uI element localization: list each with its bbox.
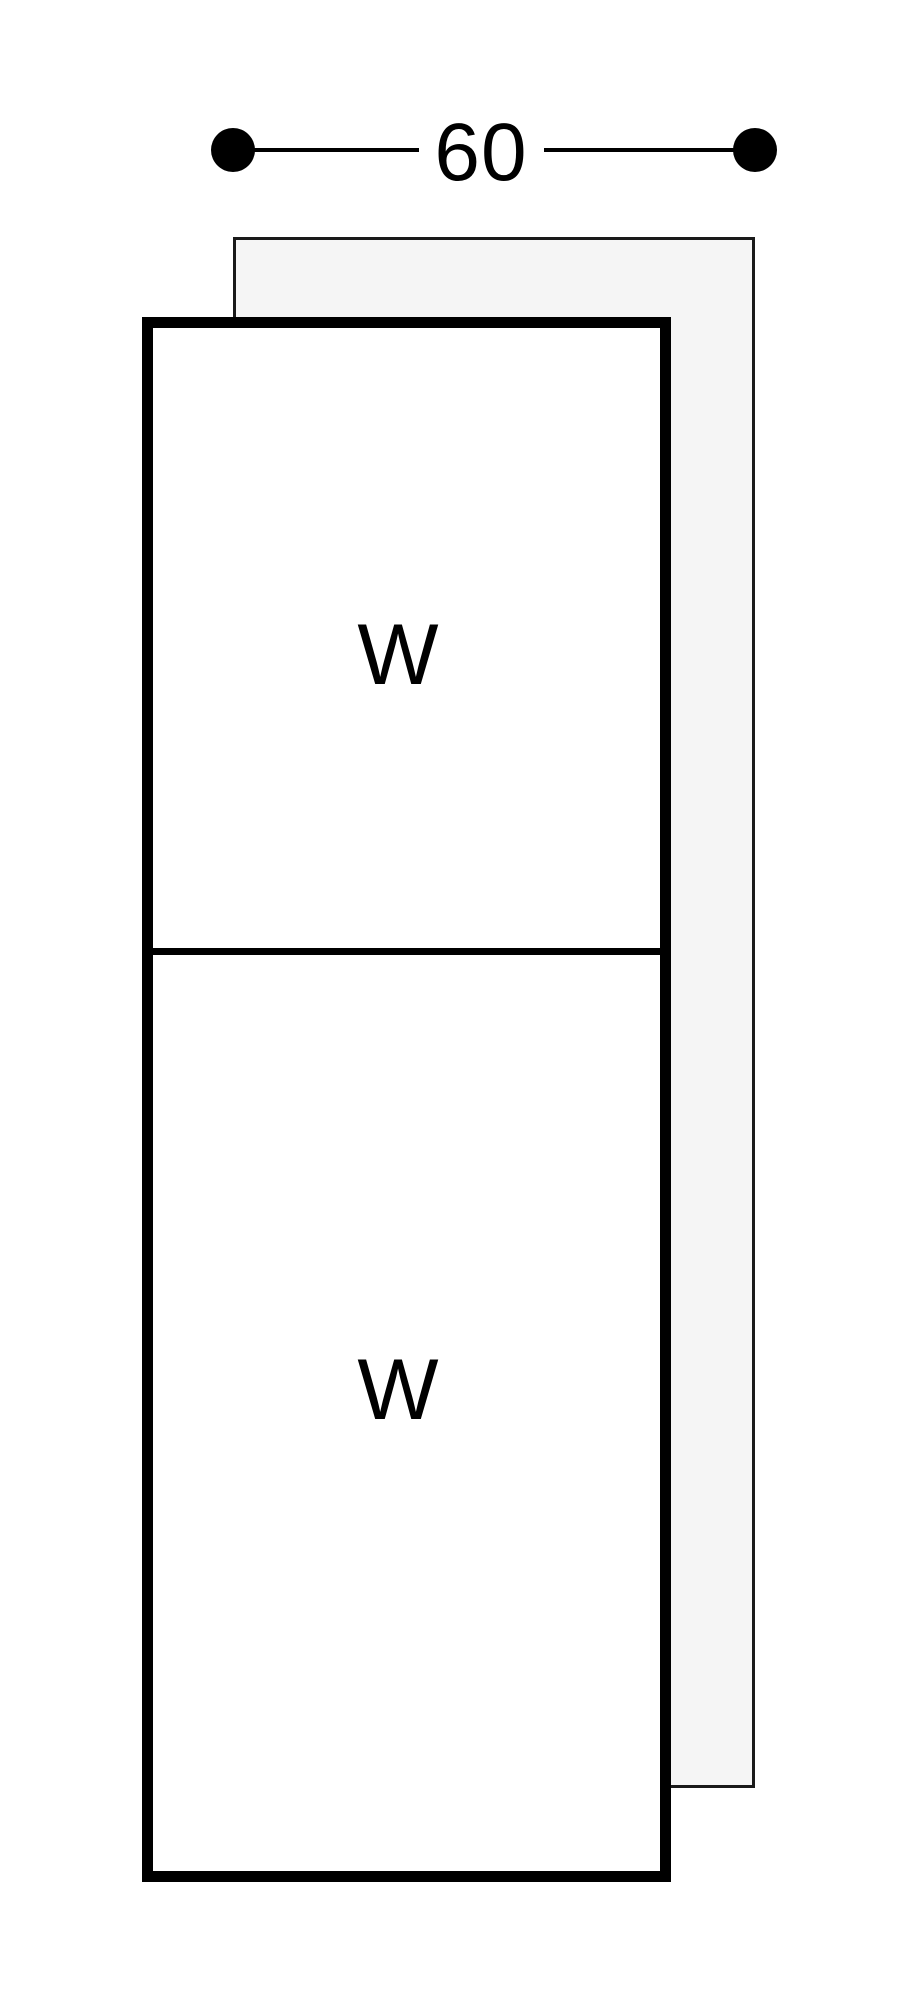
dimension-value-label: 60 — [434, 107, 528, 198]
dimension-line-segment-left — [237, 148, 419, 152]
upper-compartment-label: W — [357, 607, 439, 703]
dimension-line-segment-right — [544, 148, 736, 152]
lower-compartment-label: W — [357, 1342, 439, 1438]
dimension-endpoint-dot-right — [733, 128, 777, 172]
appliance-outline — [142, 317, 671, 1882]
compartment-divider-line — [153, 948, 660, 955]
